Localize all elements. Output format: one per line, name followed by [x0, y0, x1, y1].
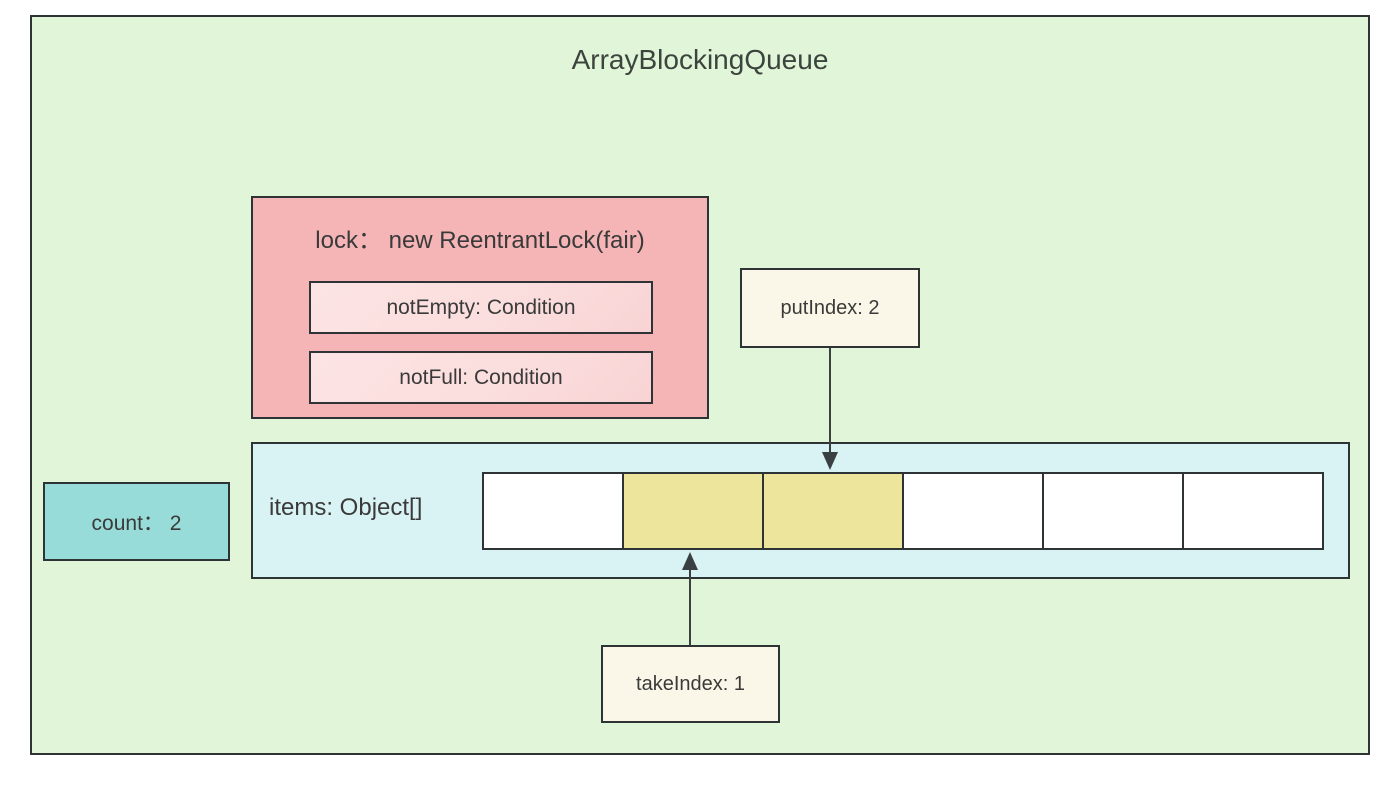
array-cell-5 [1182, 472, 1324, 550]
take-index-box: takeIndex: 1 [601, 645, 780, 723]
take-index-arrow-head-icon [682, 552, 698, 570]
items-label: items: Object[] [269, 494, 423, 521]
count-label: count： 2 [91, 511, 182, 535]
lock-label: lock： new ReentrantLock(fair) [315, 227, 645, 254]
array-cell-4 [1042, 472, 1184, 550]
items-box: items: Object[] [251, 442, 1350, 579]
not-empty-condition-label: notEmpty: Condition [386, 295, 576, 319]
put-index-arrow-head-icon [822, 452, 838, 470]
count-box: count： 2 [43, 482, 230, 561]
put-index-label: putIndex: 2 [780, 296, 880, 319]
not-empty-condition-box: notEmpty: Condition [309, 281, 653, 334]
array-cell-1 [622, 472, 764, 550]
take-index-arrow-line [689, 568, 691, 645]
diagram-title: ArrayBlockingQueue [571, 44, 829, 75]
take-index-label: takeIndex: 1 [636, 672, 745, 695]
array-cell-3 [902, 472, 1044, 550]
array-cell-0 [482, 472, 624, 550]
put-index-box: putIndex: 2 [740, 268, 920, 348]
not-full-condition-box: notFull: Condition [309, 351, 653, 404]
array-cell-2 [762, 472, 904, 550]
put-index-arrow-line [829, 348, 831, 454]
not-full-condition-label: notFull: Condition [399, 365, 563, 389]
array-cells [482, 472, 1324, 550]
lock-box: lock： new ReentrantLock(fair) notEmpty: … [251, 196, 709, 419]
